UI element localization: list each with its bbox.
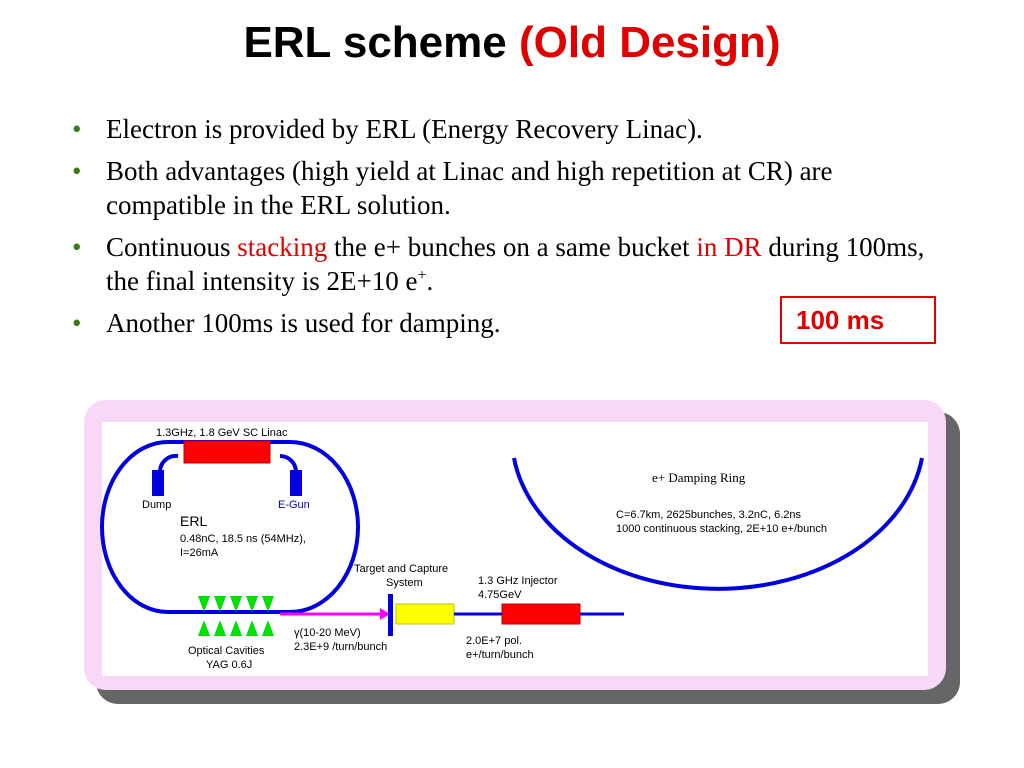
bullet-text: the e+ bunches on a same bucket	[327, 232, 697, 262]
bullet-text: Continuous	[106, 232, 238, 262]
optical-cavities	[198, 596, 274, 636]
cavity-triangle	[230, 596, 242, 612]
highlight-stacking: stacking	[237, 232, 328, 262]
pol-label-2: e+/turn/bunch	[466, 649, 534, 661]
cavity-triangle	[214, 620, 226, 636]
cavity-triangle	[230, 620, 242, 636]
bullet-text: .	[426, 266, 434, 296]
bullet-marker: •	[72, 232, 82, 262]
gamma-label-2: 2.3E+9 /turn/bunch	[294, 641, 387, 653]
egun-line	[279, 454, 298, 473]
title-main: ERL scheme	[243, 18, 507, 67]
damping-ring-param-2: 1000 continuous stacking, 2E+10 e+/bunch	[616, 523, 827, 535]
target-label-1: Target and Capture	[354, 563, 448, 575]
cavity-triangle	[198, 596, 210, 612]
bullet-item: • Electron is provided by ERL (Energy Rec…	[72, 112, 952, 146]
dump-label: Dump	[142, 499, 171, 511]
cavity-triangle	[198, 620, 210, 636]
erl-racetrack	[100, 440, 360, 614]
bullet-item: • Another 100ms is used for damping.	[72, 306, 952, 340]
cavity-triangle	[214, 596, 226, 612]
target-plate	[388, 594, 393, 636]
erl-title: ERL	[180, 513, 207, 529]
callout-100ms: 100 ms	[780, 296, 936, 344]
injector-label-1: 1.3 GHz Injector	[478, 575, 558, 587]
bullet-item: • Continuous stacking the e+ bunches on a…	[72, 230, 952, 298]
bullet-item: • Both advantages (high yield at Linac an…	[72, 154, 952, 222]
bullet-text: Another 100ms is used for damping.	[106, 308, 501, 338]
bullet-text: during 100ms, the final intensity is 2E+…	[106, 232, 925, 296]
injector-label-2: 4.75GeV	[478, 589, 522, 601]
linac-label: 1.3GHz, 1.8 GeV SC Linac	[156, 427, 288, 439]
injector-linac	[501, 603, 581, 625]
bullet-marker: •	[72, 114, 82, 144]
gamma-label-1: γ(10-20 MeV)	[294, 627, 361, 639]
pol-label-1: 2.0E+7 pol.	[466, 635, 522, 647]
gamma-arrow	[380, 608, 390, 620]
slide-title: ERL scheme (Old Design)	[0, 18, 1024, 68]
damping-ring-title: e+ Damping Ring	[652, 470, 746, 485]
cavity-triangle	[246, 620, 258, 636]
dump-line	[157, 453, 179, 473]
capture-system	[395, 603, 455, 625]
erl-param-2: I=26mA	[180, 547, 219, 559]
bullet-text: Electron is provided by ERL (Energy Reco…	[106, 114, 703, 144]
cavity-triangle	[262, 596, 274, 612]
damping-ring-arc	[512, 457, 924, 591]
egun-block	[290, 470, 302, 496]
bullet-text: Both advantages (high yield at Linac and…	[106, 156, 833, 220]
bullet-list: • Electron is provided by ERL (Energy Rec…	[72, 112, 952, 348]
erl-param-1: 0.48nC, 18.5 ns (54MHz),	[180, 533, 306, 545]
cavity-triangle	[262, 620, 274, 636]
optical-label-1: Optical Cavities	[188, 645, 265, 657]
optical-label-2: YAG 0.6J	[206, 659, 252, 671]
cavity-triangle	[246, 596, 258, 612]
target-label-2: System	[386, 577, 423, 589]
highlight-in-dr: in DR	[696, 232, 762, 262]
bullet-marker: •	[72, 308, 82, 338]
sc-linac	[183, 440, 271, 464]
egun-label: E-Gun	[278, 499, 310, 511]
diagram-svg: 1.3GHz, 1.8 GeV SC Linac Dump E-Gun ERL …	[84, 400, 960, 704]
erl-scheme-diagram: 1.3GHz, 1.8 GeV SC Linac Dump E-Gun ERL …	[84, 400, 964, 715]
dump-block	[152, 470, 164, 496]
title-accent: (Old Design)	[518, 18, 781, 67]
bullet-marker: •	[72, 156, 82, 186]
damping-ring-param-1: C=6.7km, 2625bunches, 3.2nC, 6.2ns	[616, 509, 801, 521]
superscript-plus: +	[417, 267, 427, 284]
